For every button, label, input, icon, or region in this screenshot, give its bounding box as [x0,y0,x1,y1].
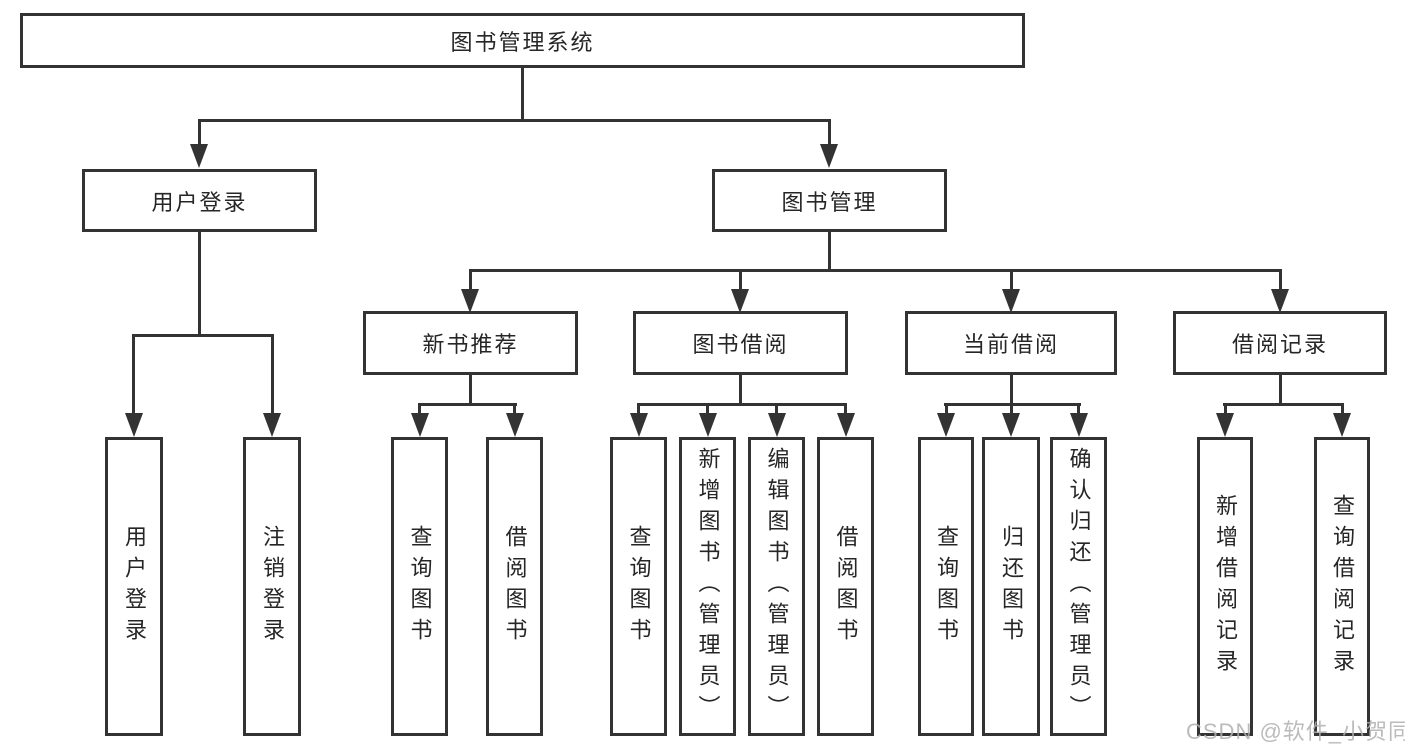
connector-drop-book-borrow [739,269,742,291]
node-book-management: 图书管理 [712,169,947,232]
connector-drop-user-login [198,119,201,146]
node-current-borrow: 当前借阅 [905,311,1117,375]
connector-user-login-trunk [198,232,201,337]
watermark-csdn: CSDN @软件_小贺同学 [1186,719,1405,744]
connector-new-book-bar [418,403,517,406]
connector-book-management-trunk [828,232,831,272]
arrow-down-icon [461,289,479,313]
arrow-down-icon [1271,289,1289,313]
connector-drop-borrow-records [1279,269,1282,291]
leaf-label: 用户登录 [122,524,147,649]
connector-drop-new-book [469,269,472,291]
connector-new-book-trunk [469,375,472,406]
leaf-label: 编辑图书（管理员） [764,447,790,726]
arrow-down-icon [1333,413,1351,437]
connector-drop [844,403,847,416]
leaf-borrow-borrow-books: 借阅图书 [817,437,874,736]
connector-book-borrow-bar [637,403,847,406]
connector-drop [706,403,709,416]
node-borrow-records: 借阅记录 [1173,311,1387,375]
leaf-current-query-books: 查询图书 [918,437,974,736]
connector-user-login-bar [132,334,274,337]
leaf-label: 查询图书 [626,524,652,649]
arrow-down-icon [699,413,717,437]
leaf-records-query-record: 查询借阅记录 [1314,437,1370,736]
arrow-down-icon [630,413,648,437]
leaf-label: 注销登录 [260,524,285,649]
leaf-label: 查询借阅记录 [1330,493,1355,680]
node-root: 图书管理系统 [20,13,1025,68]
arrow-down-icon [263,413,281,437]
connector-level3-bar [469,269,1282,272]
leaf-label: 借阅图书 [502,524,528,649]
connector-book-borrow-trunk [739,375,742,406]
node-new-book-recommend: 新书推荐 [363,311,578,375]
leaf-records-add-record: 新增借阅记录 [1197,437,1253,736]
node-current-borrow-label: 当前借阅 [962,332,1059,357]
arrow-down-icon [1002,289,1020,313]
connector-drop [945,403,948,416]
leaf-user-login: 用户登录 [105,437,163,736]
arrow-down-icon [1002,413,1020,437]
node-book-borrow-label: 图书借阅 [692,332,789,357]
connector-drop-leaf-login [132,334,135,415]
node-borrow-records-label: 借阅记录 [1231,332,1328,357]
connector-drop-leaf-logout [271,334,274,415]
arrow-down-icon [411,413,429,437]
arrow-down-icon [506,413,524,437]
arrow-down-icon [837,413,855,437]
arrow-down-icon [1216,413,1234,437]
node-user-login: 用户登录 [82,169,317,232]
leaf-label: 新增借阅记录 [1213,493,1238,680]
leaf-label: 新增图书（管理员） [695,447,721,726]
leaf-newbook-query-books: 查询图书 [391,437,448,736]
arrow-down-icon [820,144,838,168]
connector-drop [1224,403,1227,416]
leaf-borrow-query-books: 查询图书 [610,437,667,736]
connector-root-trunk [521,68,524,122]
leaf-current-confirm-return-admin: 确认归还（管理员） [1050,437,1107,736]
connector-drop [775,403,778,416]
leaf-label: 确认归还（管理员） [1066,447,1092,726]
leaf-borrow-edit-books-admin: 编辑图书（管理员） [748,437,805,736]
leaf-borrow-add-books-admin: 新增图书（管理员） [679,437,736,736]
arrow-down-icon [190,144,208,168]
leaf-logout: 注销登录 [243,437,301,736]
connector-current-borrow-trunk [1010,375,1013,406]
connector-drop [1077,403,1080,416]
node-book-management-label: 图书管理 [781,189,878,215]
connector-borrow-records-bar [1223,403,1344,406]
node-new-book-recommend-label: 新书推荐 [422,332,519,357]
arrow-down-icon [731,289,749,313]
node-user-login-label: 用户登录 [151,189,248,215]
connector-drop [418,403,421,416]
leaf-label: 查询图书 [934,524,959,649]
connector-level2-bar [198,119,831,122]
arrow-down-icon [937,413,955,437]
connector-drop [1341,403,1344,416]
leaf-current-return-books: 归还图书 [982,437,1040,736]
connector-drop [513,403,516,416]
arrow-down-icon [768,413,786,437]
node-root-label: 图书管理系统 [450,29,595,55]
arrow-down-icon [125,413,143,437]
connector-drop-book-management [828,119,831,146]
node-book-borrow: 图书借阅 [633,311,848,375]
leaf-newbook-borrow-books: 借阅图书 [486,437,543,736]
leaf-label: 查询图书 [407,524,433,649]
connector-borrow-records-trunk [1279,375,1282,406]
connector-drop [1010,403,1013,416]
connector-drop [637,403,640,416]
leaf-label: 归还图书 [999,524,1024,649]
arrow-down-icon [1070,413,1088,437]
connector-drop-current-borrow [1010,269,1013,291]
leaf-label: 借阅图书 [833,524,859,649]
